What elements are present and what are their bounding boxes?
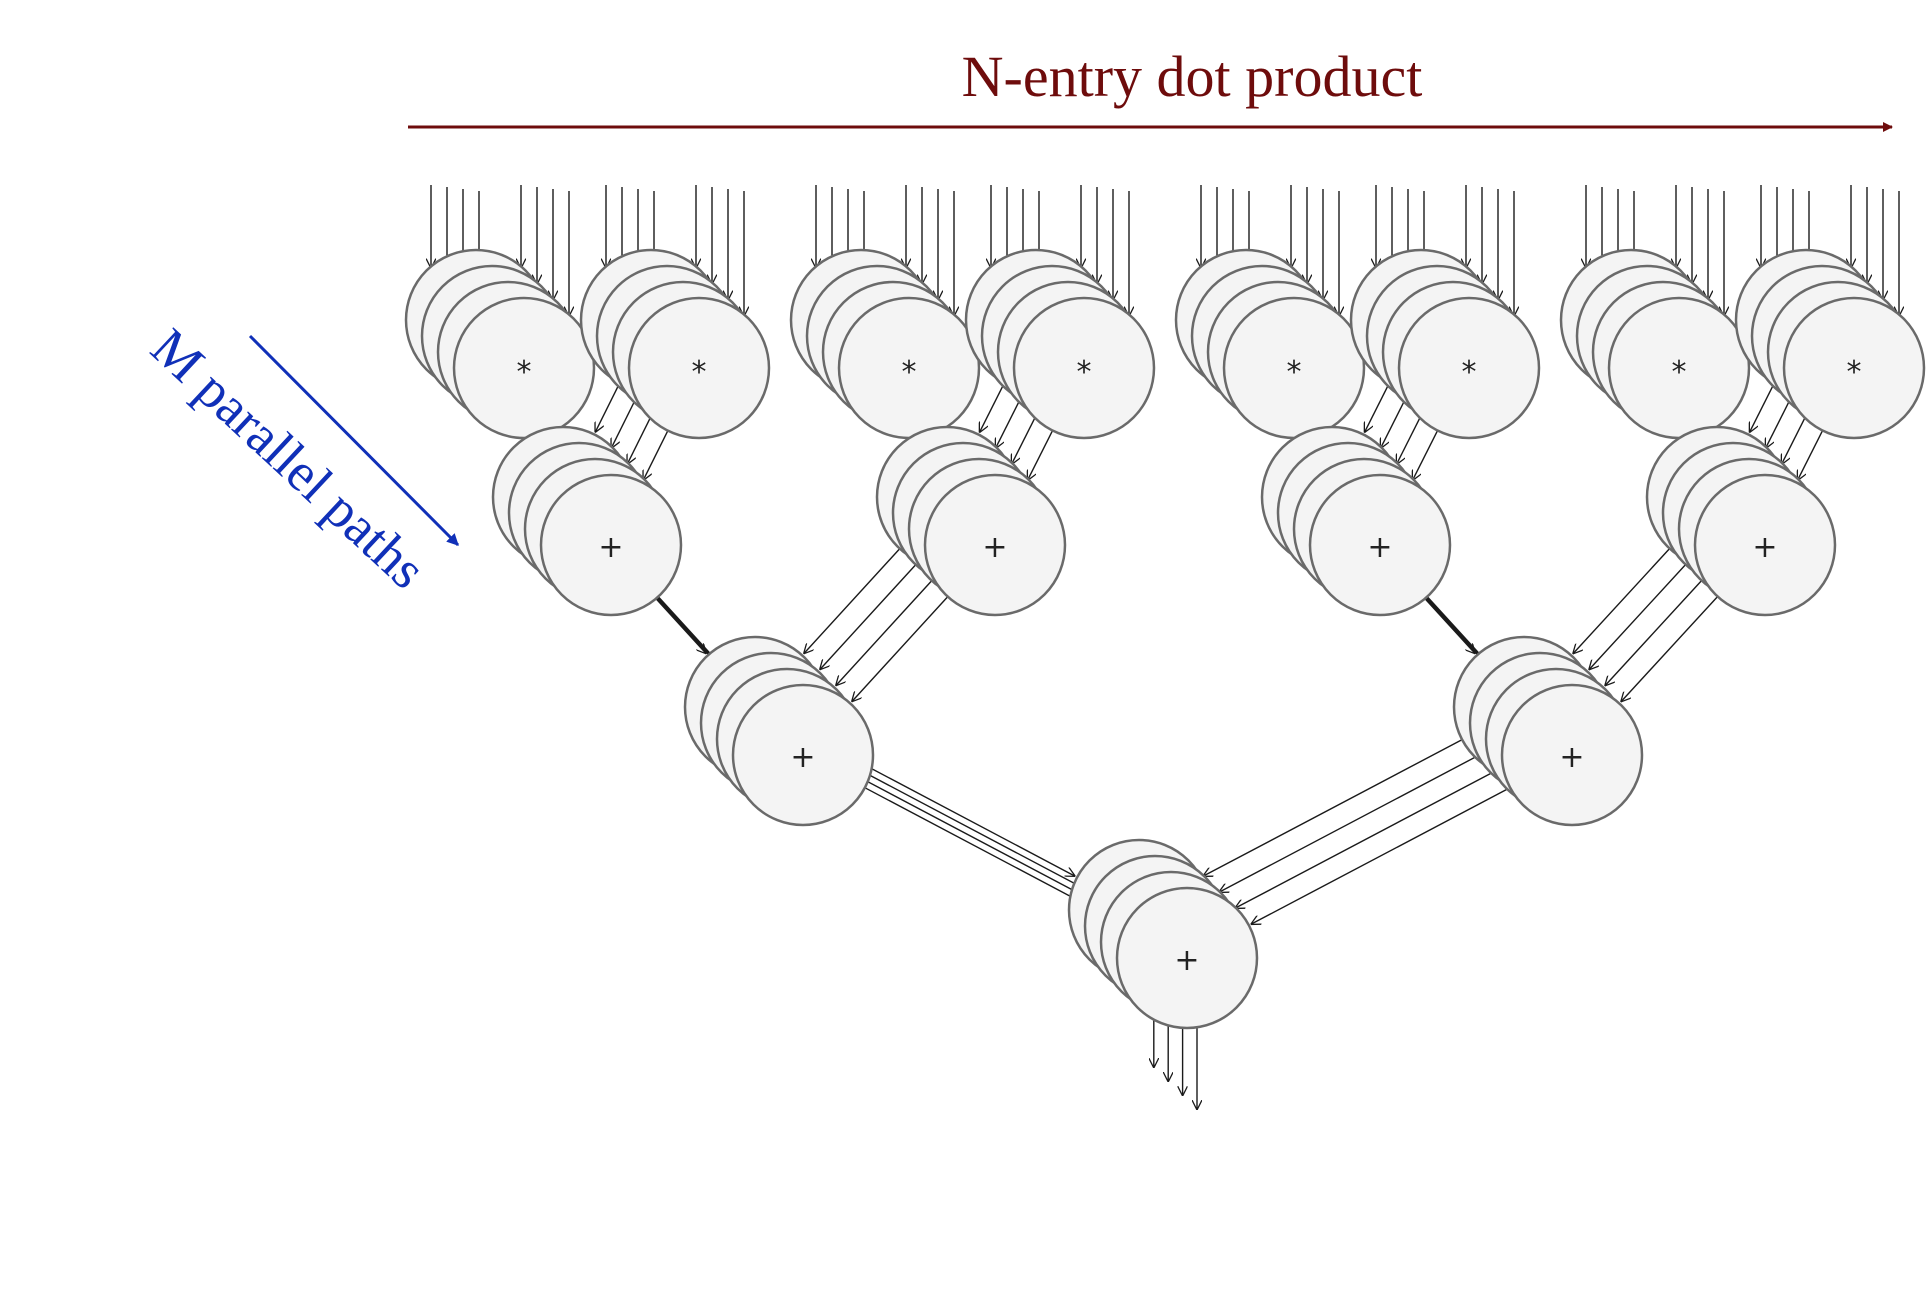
multiply-node-2-operator: *	[692, 355, 707, 390]
multiply-node-7-operator: *	[1672, 355, 1687, 390]
add-node-level2-1: +	[683, 635, 875, 827]
multiply-node-6-copy-4	[1397, 296, 1541, 440]
edge-mul2-to-add1-1-copy3	[627, 413, 654, 464]
multiply-node-2-copy-4	[627, 296, 771, 440]
side-label: M parallel paths	[140, 317, 438, 600]
add-node-level1-1-copy-4	[539, 473, 683, 617]
add-node-level1-1-operator: +	[598, 530, 623, 565]
edge-mul4-to-add1-2-copy2	[995, 396, 1022, 448]
add-node-level2-1-operator: +	[790, 740, 815, 775]
edge-mul6-to-add1-3-copy4	[1412, 428, 1439, 480]
edge-mul4-to-add1-2-copy4	[1027, 428, 1054, 480]
add-node-level1-4-operator: +	[1752, 530, 1777, 565]
edge-add1-2-to-add2-1-copy1	[804, 547, 902, 654]
add-node-level1-2: +	[875, 425, 1067, 617]
multiply-node-5: *	[1174, 248, 1366, 440]
multiply-node-6-operator: *	[1462, 355, 1477, 390]
edge-add2-2-to-add3-copy4	[1251, 786, 1512, 924]
add-node-level1-1: +	[491, 425, 683, 617]
multiply-node-1: *	[404, 248, 596, 440]
edge-mul4-to-add1-2-copy1	[979, 380, 1006, 432]
add-node-level2-2: +	[1452, 635, 1644, 827]
add-node-level3-1-operator: +	[1174, 943, 1199, 978]
multiply-node-8-operator: *	[1847, 355, 1862, 390]
multiply-node-8-copy-4	[1782, 296, 1926, 440]
multiply-node-7: *	[1559, 248, 1751, 440]
edge-add1-2-to-add2-1-copy2	[820, 563, 918, 670]
multiply-node-3: *	[789, 248, 981, 440]
edge-add2-1-to-add3-copy2	[831, 754, 1092, 892]
diagram-title: N-entry dot product	[962, 44, 1423, 109]
add-node-level1-3-copy-4	[1308, 473, 1452, 617]
parallel-paths-arrow	[248, 334, 460, 547]
multiply-node-6: *	[1349, 248, 1541, 440]
edge-add1-4-to-add2-2-copy2	[1589, 563, 1688, 670]
edge-mul2-to-add1-1-copy4	[643, 429, 670, 480]
add-node-level2-1-copy-4	[731, 683, 875, 827]
add-node-level3-1-copy-4	[1115, 886, 1259, 1030]
multiply-node-4: *	[964, 248, 1156, 440]
edge-add2-1-to-add3-copy3	[847, 770, 1108, 908]
edge-add2-2-to-add3-copy1	[1203, 738, 1464, 876]
edge-add1-4-to-add2-2-copy4	[1621, 595, 1720, 702]
edge-mul8-to-add1-4-copy1	[1749, 380, 1776, 432]
edge-mul2-to-add1-1-copy2	[611, 397, 638, 448]
edge-mul6-to-add1-3-copy3	[1396, 412, 1423, 464]
add-node-level1-4: +	[1645, 425, 1837, 617]
edge-add1-4-to-add2-2-copy3	[1605, 579, 1704, 686]
edge-mul6-to-add1-3-copy1	[1364, 380, 1391, 432]
edge-add2-2-to-add3-copy3	[1235, 770, 1496, 908]
edge-mul4-to-add1-2-copy3	[1011, 412, 1038, 464]
multiply-node-5-operator: *	[1287, 355, 1302, 390]
multiply-node-4-operator: *	[1077, 355, 1092, 390]
add-node-level1-4-copy-4	[1693, 473, 1837, 617]
add-node-level1-3: +	[1260, 425, 1452, 617]
edge-mul2-to-add1-1-copy1	[595, 381, 622, 432]
edge-mul8-to-add1-4-copy4	[1797, 428, 1824, 480]
add-node-level2-2-operator: +	[1559, 740, 1584, 775]
multiply-node-8: *	[1734, 248, 1926, 440]
edge-add2-2-to-add3-copy2	[1219, 754, 1480, 892]
edge-mul8-to-add1-4-copy3	[1781, 412, 1808, 464]
multiply-node-4-copy-4	[1012, 296, 1156, 440]
add-node-level1-2-copy-4	[923, 473, 1067, 617]
add-node-level1-3-operator: +	[1367, 530, 1392, 565]
add-node-level1-2-operator: +	[982, 530, 1007, 565]
add-node-level2-2-copy-4	[1500, 683, 1644, 827]
edge-mul8-to-add1-4-copy2	[1765, 396, 1792, 448]
multiply-node-1-operator: *	[517, 355, 532, 390]
edge-add1-4-to-add2-2-copy1	[1573, 547, 1672, 654]
multiply-node-2: *	[579, 248, 771, 440]
nodes-layer: * * * * * * * * + + + + + + +	[404, 248, 1926, 1030]
add-node-level3-1: +	[1067, 838, 1259, 1030]
multiply-node-3-operator: *	[902, 355, 917, 390]
edge-add1-2-to-add2-1-copy3	[836, 579, 934, 686]
edge-add1-2-to-add2-1-copy4	[852, 595, 950, 702]
edge-mul6-to-add1-3-copy2	[1380, 396, 1407, 448]
